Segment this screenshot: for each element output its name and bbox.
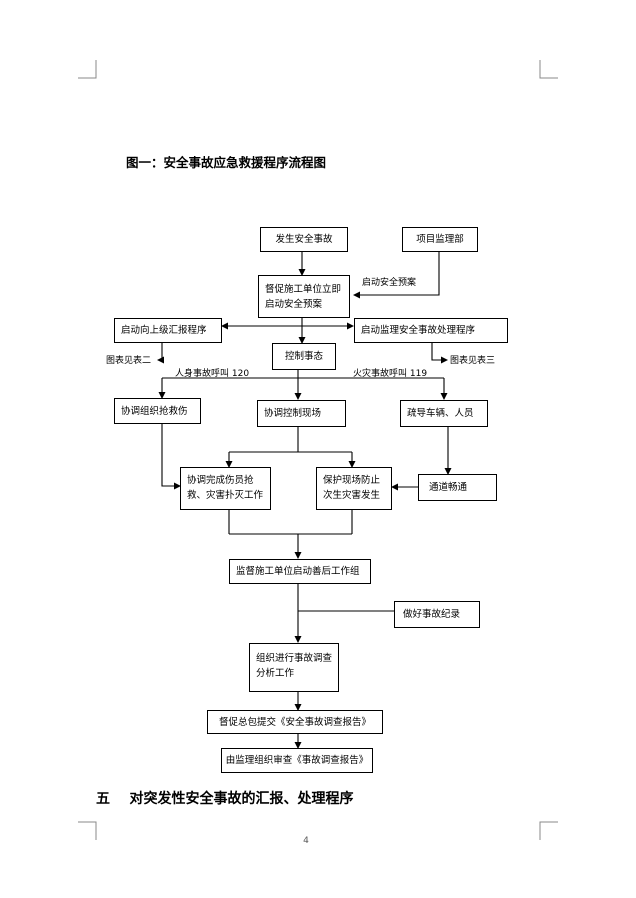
- node-record: 做好事故纪录: [394, 601, 480, 628]
- label-start-plan: 启动安全预案: [362, 278, 417, 288]
- arrow-to-table2: [157, 343, 164, 364]
- node-supervision-dept: 项目监理部: [402, 227, 478, 252]
- node-urge-report: 督促总包提交《安全事故调查报告》: [207, 710, 383, 734]
- node-report-up: 启动向上级汇报程序: [114, 318, 222, 343]
- page-title: 图一：安全事故应急救援程序流程图: [126, 155, 327, 170]
- node-evacuate: 疏导车辆、人员: [400, 400, 488, 427]
- arrow-rescue-to-wounded: [161, 424, 181, 490]
- node-coord-wounded: 协调完成伤员抢救、灾害扑灭工作: [180, 467, 271, 510]
- node-investigate: 组织进行事故调查分析工作: [249, 643, 339, 692]
- node-accident: 发生安全事故: [260, 227, 348, 252]
- arrow-to-table3: [431, 343, 448, 364]
- label-see-table2: 图表见表二: [106, 356, 152, 366]
- label-fire-call: 火灾事故呼叫 119: [353, 369, 428, 379]
- section-heading: 五 对突发性安全事故的汇报、处理程序: [96, 791, 354, 807]
- node-clear-passage: 通道畅通: [418, 474, 497, 501]
- label-see-table3: 图表见表三: [450, 356, 496, 366]
- node-review-report: 由监理组织审查《事故调查报告》: [221, 748, 373, 773]
- node-control: 控制事态: [272, 343, 336, 370]
- node-coord-site: 协调控制现场: [257, 400, 346, 427]
- node-urge-contractor: 督促施工单位立即启动安全预案: [258, 275, 350, 318]
- label-injury-call: 人身事故呼叫 120: [175, 369, 250, 379]
- arrow-supervision-to-urge: [353, 252, 440, 299]
- node-aftermath: 监督施工单位启动善后工作组: [229, 559, 371, 584]
- node-handle-procedure: 启动监理安全事故处理程序: [354, 318, 508, 343]
- node-protect-site: 保护现场防止次生灾害发生: [316, 467, 392, 510]
- page-number: 4: [303, 836, 309, 846]
- node-coord-rescue: 协调组织抢救伤: [114, 398, 201, 424]
